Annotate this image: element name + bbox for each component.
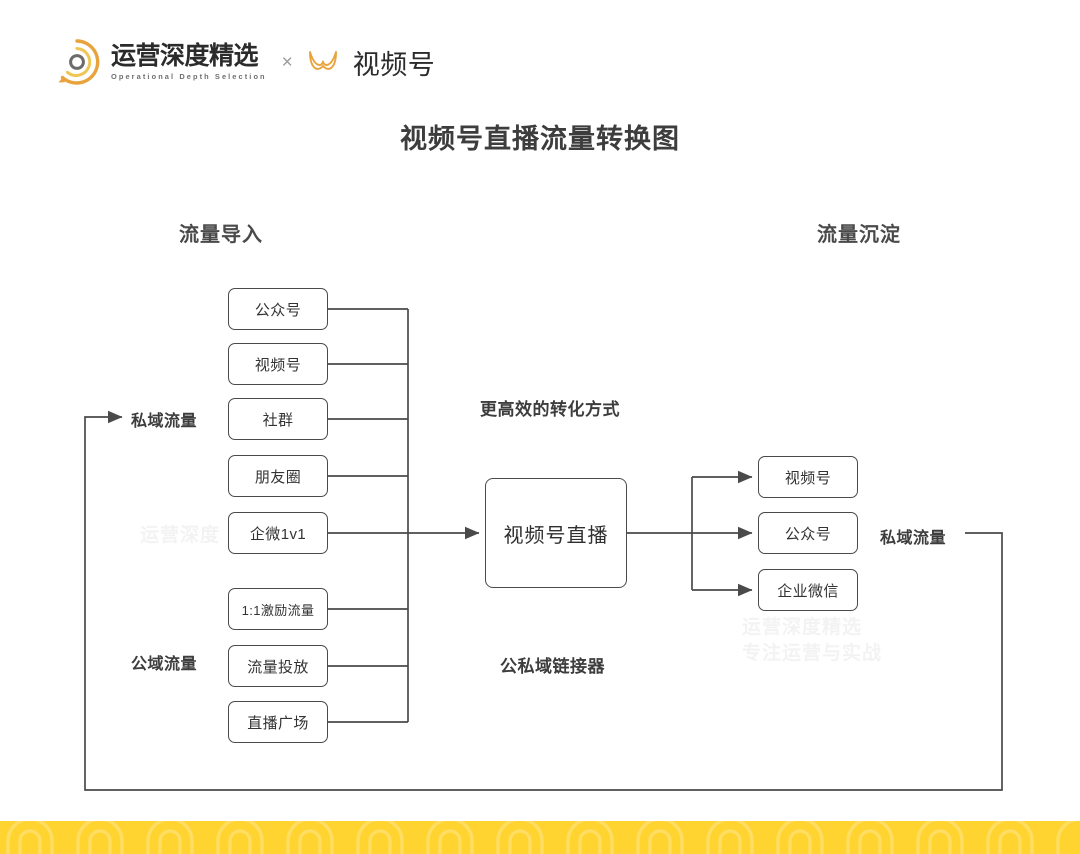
node-left-channels[interactable]: 视频号 (228, 343, 328, 385)
note-efficient-conversion: 更高效的转化方式 (480, 400, 620, 419)
cross-symbol: × (281, 51, 293, 73)
node-left-moments[interactable]: 朋友圈 (228, 455, 328, 497)
group-label-public-domain-left: 公域流量 (131, 656, 198, 673)
node-left-community[interactable]: 社群 (228, 398, 328, 440)
node-right-official-account[interactable]: 公众号 (758, 512, 858, 554)
node-center-channels-live[interactable]: 视频号直播 (485, 478, 627, 588)
section-label-settlement: 流量沉淀 (817, 224, 901, 246)
node-left-live-plaza[interactable]: 直播广场 (228, 701, 328, 743)
channels-butterfly-icon (306, 45, 340, 79)
node-left-wecom-1v1[interactable]: 企微1v1 (228, 512, 328, 554)
watermark-line-2: 专注运营与实战 (742, 643, 883, 664)
note-public-private-connector: 公私域链接器 (500, 657, 605, 676)
group-label-private-domain-right: 私域流量 (880, 530, 947, 547)
partner-name: 视频号 (352, 49, 436, 80)
operational-depth-logo-icon (52, 37, 102, 87)
section-label-inflow: 流量导入 (179, 224, 263, 246)
watermark-line-3: 运营深度 (140, 525, 221, 546)
node-left-paid-traffic[interactable]: 流量投放 (228, 645, 328, 687)
group-label-private-domain-left: 私域流量 (131, 413, 198, 430)
page-title: 视频号直播流量转换图 (400, 124, 680, 154)
watermark-line-1: 运营深度精选 (742, 617, 863, 638)
node-left-official-account[interactable]: 公众号 (228, 288, 328, 330)
brand-lockup: 运营深度精选 Operational Depth Selection × 视频号 (52, 32, 435, 92)
brand-text-block: 运营深度精选 Operational Depth Selection (111, 39, 267, 85)
node-right-channels[interactable]: 视频号 (758, 456, 858, 498)
brand-name-cn: 运营深度精选 (111, 42, 259, 70)
node-left-incentive-traffic[interactable]: 1:1激励流量 (228, 588, 328, 630)
footer-decorative-band (0, 821, 1080, 854)
brand-name-en: Operational Depth Selection (111, 72, 267, 81)
node-right-wecom[interactable]: 企业微信 (758, 569, 858, 611)
